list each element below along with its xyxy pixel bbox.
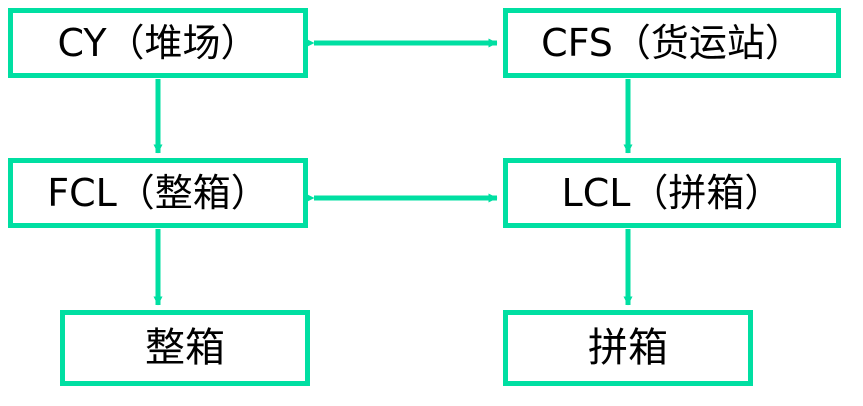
node-lcl[interactable]: LCL（拼箱）: [503, 158, 841, 228]
node-cy-label: CY（堆场）: [57, 21, 259, 65]
node-lcl-label: LCL（拼箱）: [561, 171, 783, 215]
node-lcl-output[interactable]: 拼箱: [503, 310, 753, 386]
node-fcl-output-label: 整箱: [145, 325, 225, 371]
node-fcl-label: FCL（整箱）: [47, 171, 269, 215]
node-fcl[interactable]: FCL（整箱）: [8, 158, 308, 228]
node-cfs-label: CFS（货运站）: [541, 21, 803, 65]
node-fcl-output[interactable]: 整箱: [60, 310, 310, 386]
node-lcl-output-label: 拼箱: [588, 325, 668, 371]
node-cy[interactable]: CY（堆场）: [8, 8, 308, 78]
node-cfs[interactable]: CFS（货运站）: [503, 8, 841, 78]
